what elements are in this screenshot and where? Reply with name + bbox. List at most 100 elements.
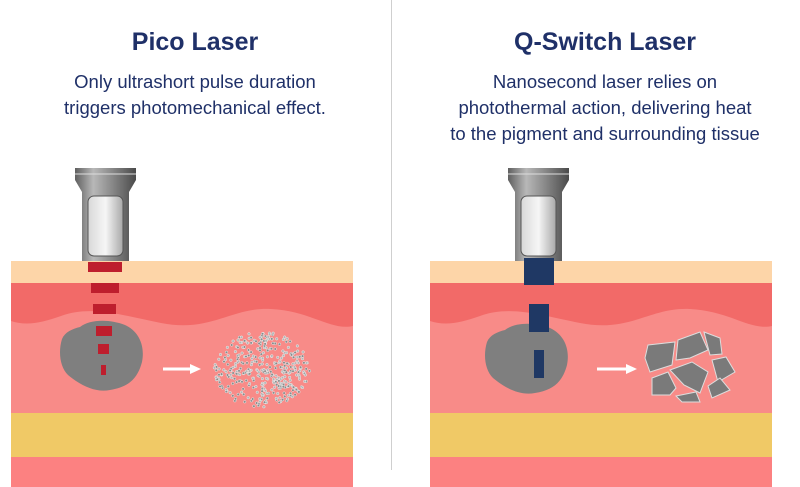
dust-particle xyxy=(260,362,264,366)
dust-particle xyxy=(255,390,259,394)
dust-particle xyxy=(248,372,252,376)
dust-particle xyxy=(246,341,250,345)
dust-particle xyxy=(286,345,290,349)
dust-particle xyxy=(282,391,286,395)
description-line: to the pigment and surrounding tissue xyxy=(450,123,760,144)
dust-particle xyxy=(256,373,260,378)
dust-particle xyxy=(300,385,305,390)
dust-particle xyxy=(271,341,275,345)
dust-particle xyxy=(260,383,264,387)
dust-particle xyxy=(223,355,227,360)
dust-particle xyxy=(236,345,240,349)
dust-particle xyxy=(214,375,218,379)
dust-particle xyxy=(265,363,269,367)
dust-particle xyxy=(300,357,305,361)
dust-particle xyxy=(281,398,285,402)
dust-particle xyxy=(274,366,278,370)
dust-particle xyxy=(278,360,282,364)
dust-particle xyxy=(266,348,270,352)
dust-particle xyxy=(225,373,229,377)
dust-particle xyxy=(261,356,265,360)
dust-particle xyxy=(280,356,284,360)
description-line: Nanosecond laser relies on xyxy=(492,71,718,92)
description-line: Only ultrashort pulse duration xyxy=(74,71,316,92)
dust-particle xyxy=(230,376,234,380)
dust-particle xyxy=(255,360,259,364)
dust-particle xyxy=(231,339,235,343)
dust-particle xyxy=(224,388,228,392)
dust-particle xyxy=(265,371,269,375)
dust-particle xyxy=(285,337,289,341)
dust-particle xyxy=(271,331,275,335)
dust-particle xyxy=(268,365,272,369)
dust-particle xyxy=(246,396,250,400)
dust-particle xyxy=(295,344,299,348)
dust-particle xyxy=(289,365,293,369)
dust-particle xyxy=(283,351,287,355)
dust-particle xyxy=(285,361,289,365)
dust-particle xyxy=(295,359,299,363)
dust-particle xyxy=(249,341,253,345)
dust-particle xyxy=(278,396,282,400)
dust-particle xyxy=(283,394,287,398)
dust-particle xyxy=(266,335,270,339)
pico-laser-handpiece xyxy=(74,167,137,262)
dust-particle xyxy=(236,338,240,342)
dust-particle xyxy=(284,380,288,384)
dust-particle xyxy=(231,371,235,375)
dust-particle xyxy=(241,361,245,365)
dust-particle xyxy=(230,343,234,347)
dust-particle xyxy=(222,360,226,364)
dust-particle xyxy=(303,379,307,383)
dust-particle xyxy=(287,393,291,397)
dust-particle xyxy=(224,350,229,354)
dust-particle xyxy=(245,361,249,365)
dust-particle xyxy=(303,373,307,377)
dust-particle xyxy=(260,389,264,393)
dust-particle xyxy=(263,400,267,404)
dust-particle xyxy=(231,381,235,386)
dust-particle xyxy=(272,381,276,385)
dust-particle xyxy=(291,388,295,392)
dust-particle xyxy=(281,354,286,358)
dust-particle xyxy=(233,397,238,401)
dust-particle xyxy=(225,345,229,349)
dust-particle xyxy=(293,350,297,354)
dust-particle xyxy=(259,352,263,356)
dust-particle xyxy=(222,368,226,372)
dust-particle xyxy=(272,377,276,381)
dust-particle xyxy=(273,347,277,351)
description-line: photothermal action, delivering heat xyxy=(458,97,752,118)
panel-divider xyxy=(391,0,392,470)
dust-particle xyxy=(218,352,223,357)
dust-particle xyxy=(217,357,221,361)
qswitch-fragmented-pigment xyxy=(644,331,736,403)
dust-particle xyxy=(266,368,270,372)
dust-particle xyxy=(301,350,305,354)
dust-particle xyxy=(297,375,301,379)
qswitch-laser-panel: Q-Switch Laser Nanosecond laser relies o… xyxy=(410,0,800,147)
dust-particle xyxy=(233,350,237,354)
qswitch-laser-description: Nanosecond laser relies on photothermal … xyxy=(410,69,800,147)
dust-particle xyxy=(260,337,264,341)
dust-particle xyxy=(262,387,266,391)
dust-particle xyxy=(260,377,264,381)
dust-particle xyxy=(284,340,288,344)
dust-particle xyxy=(251,376,255,380)
dust-particle xyxy=(276,355,280,359)
dust-particle xyxy=(277,342,282,346)
dust-particle xyxy=(293,393,297,397)
dust-particle xyxy=(249,350,253,354)
dust-particle xyxy=(277,400,281,404)
dust-particle xyxy=(279,365,283,369)
dust-particle xyxy=(283,335,287,339)
dust-particle xyxy=(269,370,273,374)
dust-particle xyxy=(261,393,265,397)
dust-particle xyxy=(245,369,249,373)
dust-particle xyxy=(282,382,286,387)
dust-particle xyxy=(239,335,244,339)
pico-skin-cross-section xyxy=(11,261,353,487)
dust-particle xyxy=(263,381,267,385)
dust-particle xyxy=(254,355,258,359)
